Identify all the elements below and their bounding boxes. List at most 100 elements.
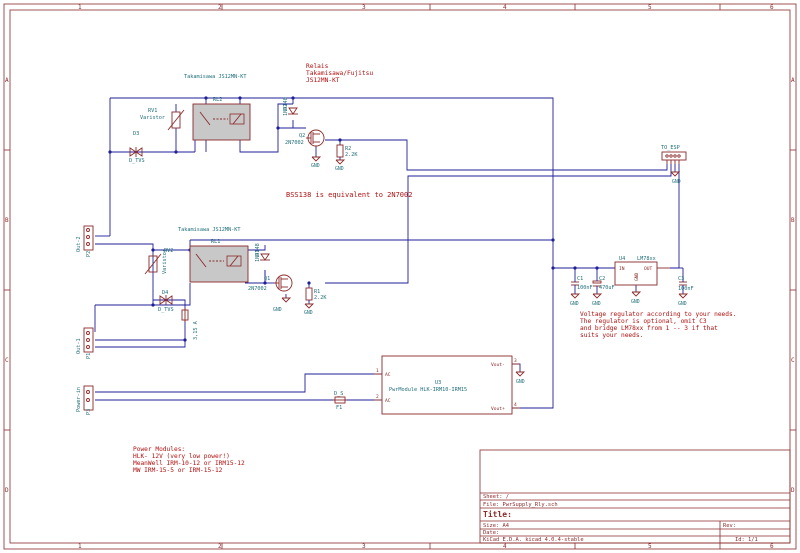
r1-ref: R1 — [314, 289, 320, 295]
annotation-notes: Relais Takamisawa/Fujitsu JS12MN-KT BSS1… — [133, 63, 736, 474]
p1-ref: P1 — [86, 353, 92, 359]
capacitor-c2: C2 470uF — [592, 276, 615, 291]
varistor-rv1: RV1 Varistor — [140, 108, 185, 131]
rv1-value: Varistor — [140, 115, 165, 121]
u4-pin-out: OUT — [644, 266, 653, 272]
f1-value: 3,15 A — [193, 320, 199, 340]
d3-ref: D3 — [133, 131, 139, 137]
mosfet-q2: Q2 2N7002 — [285, 129, 325, 147]
d3-value: D_TVS — [129, 158, 145, 164]
connector-to-esp: TO_ESP — [661, 145, 687, 164]
gnd-u4: GND — [631, 291, 642, 305]
svg-text:GND: GND — [678, 301, 687, 307]
d2-value: 1N4148 — [283, 97, 289, 116]
col-label-5: 5 — [648, 4, 652, 11]
col-label-6: 6 — [770, 4, 774, 11]
gnd-u3: GND — [515, 371, 526, 385]
p2-ref: P2 — [86, 251, 92, 257]
row-label-c: C — [5, 357, 9, 364]
u3-pin-vout-plus: Vout+ — [491, 406, 505, 412]
col-label-4-bottom: 4 — [503, 543, 507, 550]
q2-ref: Q2 — [299, 133, 305, 139]
col-label-5-bottom: 5 — [648, 543, 652, 550]
varistor-rv2: RV2 Varistor — [144, 248, 173, 275]
rv1-ref: RV1 — [148, 108, 157, 114]
svg-text:GND: GND — [335, 166, 344, 172]
u3-pin-ac1: AC — [385, 372, 391, 378]
fuse-ds-ref: F1 — [336, 405, 342, 411]
d1-value: 1N4148 — [255, 243, 261, 262]
rl2-value: Takamisawa JS12MN-KT — [184, 74, 246, 80]
note-regulator-4: suits your needs. — [580, 332, 643, 339]
fuse-f1: 3,15 A — [181, 308, 199, 340]
d2-ref: D2 — [283, 104, 289, 110]
d4-ref: D4 — [162, 290, 168, 296]
row-label-c-right: C — [791, 357, 795, 364]
note-power-4: MW IRM-15-5 or IRM-15-12 — [133, 467, 223, 474]
tvs-diode-d3: D3 D_TVS — [129, 131, 145, 164]
u3-ref: U3 — [435, 380, 441, 386]
c1-value: 100nF — [577, 285, 593, 291]
row-label-d: D — [5, 487, 9, 494]
rl1-value: Takamisawa JS12MN-KT — [178, 227, 240, 233]
row-label-b: B — [5, 217, 9, 224]
tb-rev: Rev: — [723, 523, 736, 529]
svg-text:GND: GND — [592, 301, 601, 307]
d1-ref: D1 — [255, 250, 261, 256]
relay-rl1: RL1 Takamisawa JS12MN-KT — [178, 227, 249, 283]
note-power-3: MeanWell IRM-10-12 or IRM15-12 — [133, 460, 245, 467]
tb-date: Date: — [483, 530, 499, 536]
svg-text:GND: GND — [311, 163, 320, 169]
svg-text:GND: GND — [672, 179, 681, 185]
tb-id: Id: 1/1 — [735, 537, 758, 543]
ground-symbols: GND GND GND GND GND GND GND GND GND GND — [273, 156, 689, 385]
p1-value: Out-1 — [76, 338, 82, 354]
col-label-3-bottom: 3 — [362, 543, 366, 550]
gnd-esp: GND — [670, 171, 681, 185]
connector-p2: P2 Out-2 — [76, 225, 94, 257]
row-label-a-right: A — [791, 77, 795, 84]
note-regulator-1: Voltage regulator according to your need… — [580, 311, 736, 318]
note-power-1: Power Modules: — [133, 446, 185, 453]
fuse-ds-value: D_S — [334, 391, 343, 397]
svg-text:GND: GND — [516, 379, 525, 385]
col-label-2-bottom: 2 — [218, 543, 222, 550]
fuse-ds: D_S F1 — [333, 391, 347, 411]
gnd-c1: GND — [570, 293, 581, 307]
u3-pin-vout-minus: Vout- — [491, 362, 505, 368]
gnd-q2: GND — [311, 156, 322, 169]
u3-pin-ac2: AC — [385, 398, 391, 404]
note-equivalent: BSS138 is equivalent to 2N7002 — [286, 191, 412, 199]
svg-text:GND: GND — [631, 299, 640, 305]
q1-ref: Q1 — [264, 276, 270, 282]
svg-text:2: 2 — [376, 394, 379, 400]
row-label-a: A — [5, 77, 9, 84]
u3-value: PwrModule HLK-IRM10-IRM15 — [389, 387, 467, 393]
c2-ref: C2 — [599, 276, 605, 282]
row-label-d-right: D — [791, 487, 795, 494]
capacitor-c1: C1 100nF — [571, 276, 593, 291]
wire-net — [94, 96, 684, 409]
gnd-r1: GND — [304, 300, 315, 316]
tb-file: File: PwrSupply_Rly.sch — [483, 502, 558, 508]
diode-d2: D2 1N4148 — [283, 97, 298, 116]
note-regulator-2: The regulator is optional, omit C3 — [580, 318, 707, 325]
p2-value: Out-2 — [76, 236, 82, 252]
gnd-c2: GND — [592, 293, 603, 307]
tb-tool: KiCad E.D.A. kicad 4.0.4-stable — [483, 537, 584, 543]
u4-pin-gnd: GND — [634, 272, 640, 281]
q1-value: 2N7002 — [248, 286, 267, 292]
regulator-u4: IN OUT GND U4 LM78xx — [614, 256, 670, 286]
u4-pin-in: IN — [619, 266, 625, 272]
svg-text:1: 1 — [376, 368, 379, 374]
gnd-q1: GND — [273, 297, 292, 313]
tb-title: Title: — [483, 509, 512, 519]
r1-value: 2.2K — [314, 295, 327, 301]
svg-text:GND: GND — [570, 301, 579, 307]
sheet-frame: 1 2 3 4 5 6 1 2 3 4 5 6 A B C D A B C D — [3, 3, 797, 550]
rl1-ref: RL1 — [211, 239, 220, 245]
u4-value: LM78xx — [637, 256, 656, 262]
p3-value: Power-in — [76, 387, 82, 412]
q2-value: 2N7002 — [285, 140, 304, 146]
